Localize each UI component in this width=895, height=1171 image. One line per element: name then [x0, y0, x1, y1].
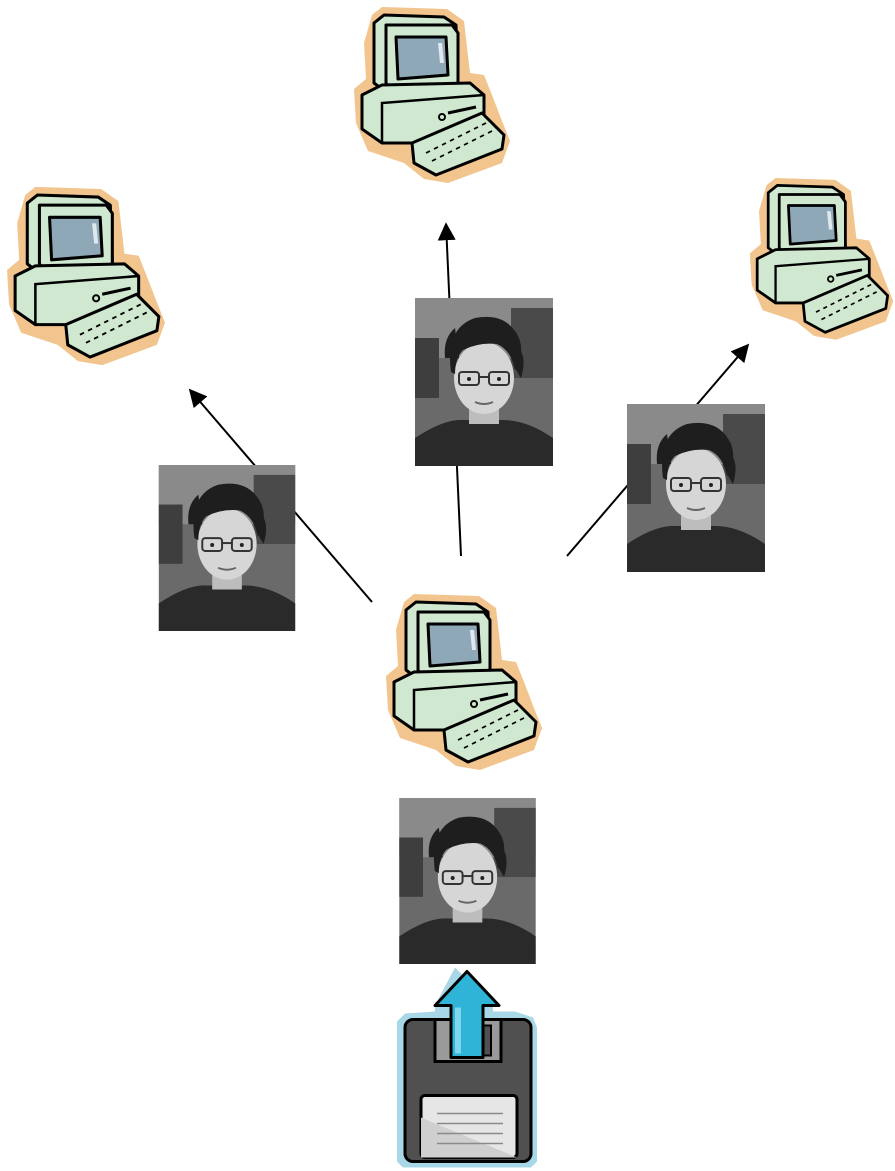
computer-icon-top: [352, 5, 512, 184]
floppy-disk-upload-icon: [395, 966, 539, 1169]
computer-icon-center: [384, 592, 544, 772]
portrait-photo-top: [415, 298, 553, 466]
portrait-photo-right: [627, 404, 765, 572]
portrait-photo-left: [158, 465, 296, 631]
computer-icon-left: [5, 185, 167, 366]
portrait-photo-bottom: [399, 798, 536, 964]
computer-icon-right: [748, 176, 895, 342]
